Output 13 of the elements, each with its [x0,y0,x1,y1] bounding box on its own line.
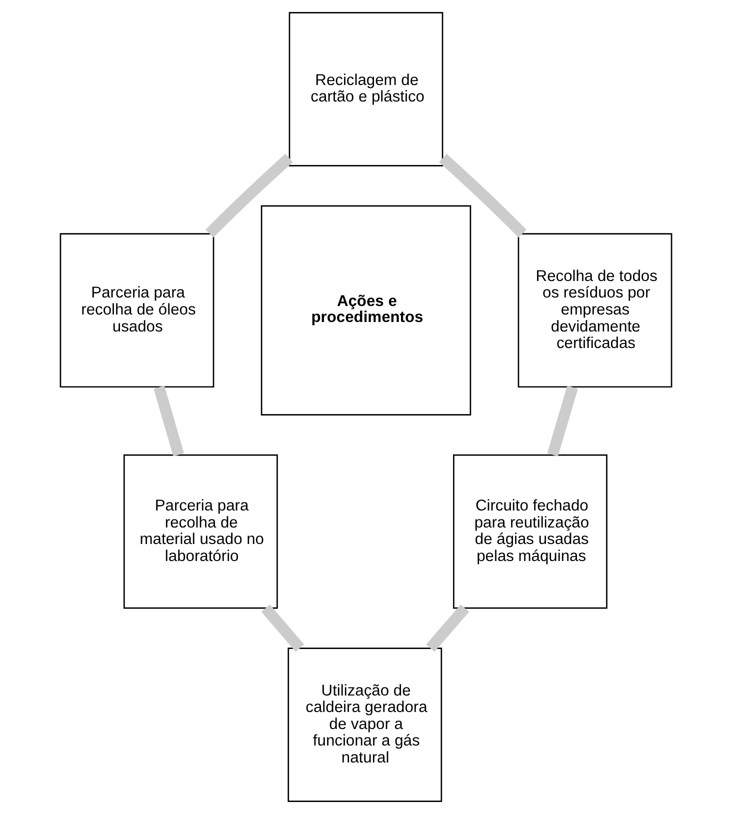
node-box: Ações e procedimentos [260,205,472,416]
node-box: Parceria para recolha de material usado no laboratório [123,454,278,609]
connector [426,604,470,652]
node-box: Parceria para recolha de óleos usados [60,233,214,388]
connector [439,154,526,238]
connector [206,154,293,238]
connector [261,604,304,652]
node-box: Reciclagem de cartão e plástico [288,12,444,166]
node-box: Utilização de caldeira geradora de vapor a funcionar a gás natural [288,648,442,802]
node-box: Recolha de todos os resíduos por empresas devidamente certificadas [518,233,672,388]
connector [154,386,184,456]
node-box: Circuito fechado para reutilização de ágias usadas pelas máquinas [453,454,608,609]
connector [547,386,578,456]
